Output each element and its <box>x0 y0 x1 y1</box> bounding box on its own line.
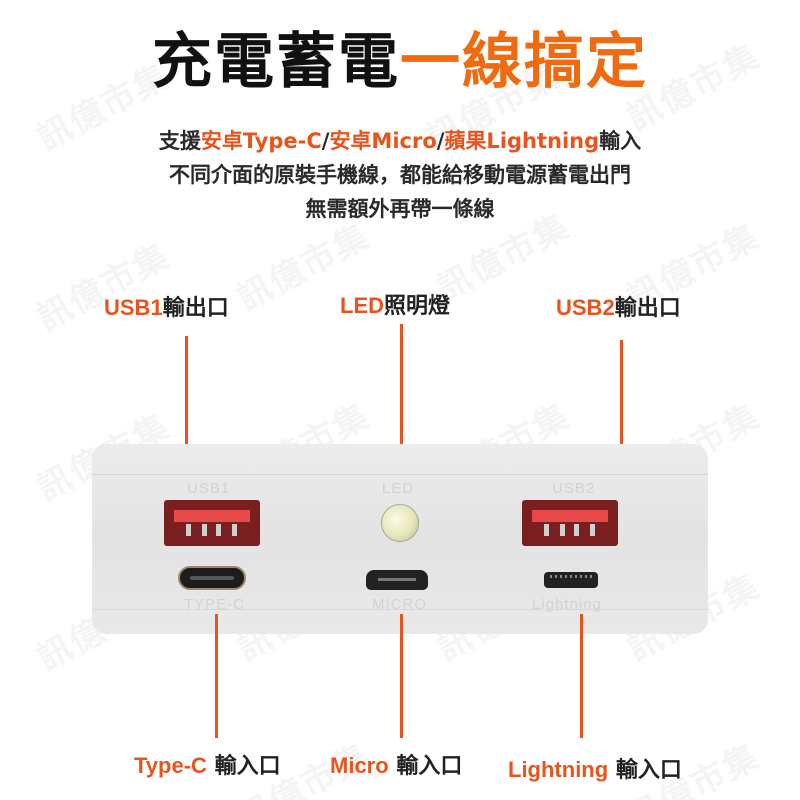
watermark: 訊億市集 <box>27 229 177 340</box>
label-led-light: LED照明燈 <box>340 288 450 320</box>
text-segment-highlight: 安卓Type-C <box>200 129 322 153</box>
panel-edge <box>92 474 708 475</box>
label-usb1-output: USB1輸出口 <box>104 290 229 322</box>
label-en: USB1 <box>104 295 163 320</box>
label-lightning-input: Lightning 輸入口 <box>508 752 682 784</box>
port-pin <box>186 524 191 536</box>
port-tongue <box>532 510 608 522</box>
label-en: Type-C <box>134 753 207 778</box>
port-slot <box>378 578 416 581</box>
text-segment: 輸入 <box>599 129 642 153</box>
engraving-usb2: USB2 <box>552 480 596 497</box>
leader-line-led <box>400 324 403 508</box>
label-en: LED <box>340 293 384 318</box>
label-zh: 照明燈 <box>384 294 451 319</box>
usb1-port <box>164 500 260 546</box>
headline: 充電蓄電一線搞定 <box>0 22 800 102</box>
label-zh: 輸入口 <box>615 758 682 783</box>
port-pin <box>560 524 565 536</box>
leader-line-usb1 <box>185 336 188 506</box>
label-typec-input: Type-C 輸入口 <box>134 748 281 780</box>
description: 支援安卓Type-C/安卓Micro/蘋果Lightning輸入 不同介面的原裝… <box>0 124 800 226</box>
text-segment-highlight: 安卓Micro <box>329 129 437 153</box>
label-usb2-output: USB2輸出口 <box>556 290 681 322</box>
port-pin <box>590 524 595 536</box>
headline-dark: 充電蓄電 <box>152 27 400 97</box>
description-line-1: 支援安卓Type-C/安卓Micro/蘋果Lightning輸入 <box>0 124 800 158</box>
label-micro-input: Micro 輸入口 <box>330 748 462 780</box>
port-tongue <box>174 510 250 522</box>
label-zh: 輸出口 <box>162 296 229 321</box>
port-pin <box>544 524 549 536</box>
lightning-port <box>544 572 598 588</box>
engraving-typec: TYPE-C <box>184 596 246 613</box>
usb2-port <box>522 500 618 546</box>
label-zh: 輸出口 <box>614 296 681 321</box>
label-zh: 輸入口 <box>214 754 281 779</box>
label-zh: 輸入口 <box>396 754 463 779</box>
label-en: USB2 <box>556 295 615 320</box>
port-pin <box>202 524 207 536</box>
description-line-2: 不同介面的原裝手機線，都能給移動電源蓄電出門 <box>169 163 631 187</box>
engraving-lightning: Lightning <box>532 596 602 613</box>
port-slot <box>550 575 592 578</box>
leader-line-usb2 <box>620 340 623 508</box>
text-segment-highlight: 蘋果Lightning <box>444 129 600 153</box>
headline-accent: 一線搞定 <box>400 27 648 97</box>
text-segment: / <box>436 129 445 153</box>
engraving-micro: MICRO <box>372 596 427 613</box>
port-slot <box>190 576 234 580</box>
label-en: Micro <box>330 753 389 778</box>
label-en: Lightning <box>508 757 609 782</box>
leader-line-lightning <box>580 614 583 738</box>
panel-edge <box>92 609 708 610</box>
engraving-usb1: USB1 <box>187 480 231 497</box>
text-segment: 支援 <box>158 129 201 153</box>
engraving-led: LED <box>382 480 415 497</box>
leader-line-typec <box>215 614 218 738</box>
port-pin <box>216 524 221 536</box>
micro-usb-port <box>366 570 428 590</box>
port-pin <box>574 524 579 536</box>
led-light <box>381 504 419 542</box>
power-bank-panel: USB1 LED USB2 TYPE-C MICRO Lightning <box>92 444 708 634</box>
description-line-3: 無需額外再帶一條線 <box>305 197 495 221</box>
type-c-port <box>178 566 246 590</box>
text-segment: / <box>321 129 330 153</box>
leader-line-micro <box>400 614 403 738</box>
port-pin <box>232 524 237 536</box>
